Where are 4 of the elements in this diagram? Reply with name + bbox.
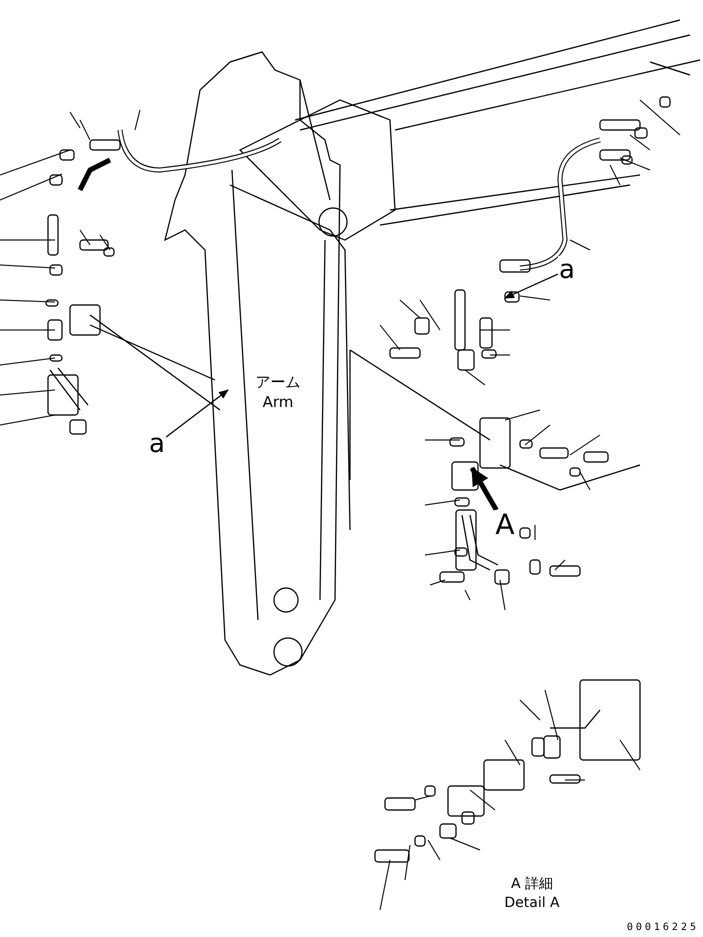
drawing-number: 00016225	[626, 921, 699, 935]
arrow	[166, 389, 229, 438]
arrow	[470, 466, 498, 512]
arrow	[504, 274, 558, 299]
